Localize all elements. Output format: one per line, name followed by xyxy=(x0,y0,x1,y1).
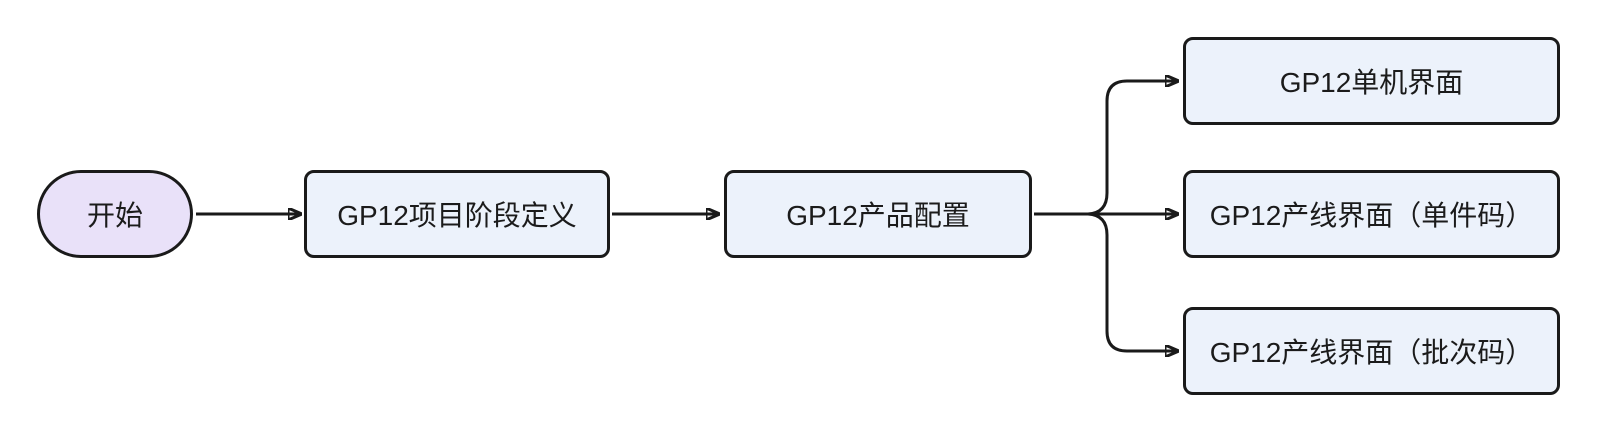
node-standalone-interface[interactable]: GP12单机界面 xyxy=(1183,37,1560,125)
node-line-interface-batch-code[interactable]: GP12产线界面（批次码） xyxy=(1183,307,1560,395)
node-project-stage-definition[interactable]: GP12项目阶段定义 xyxy=(304,170,610,258)
node-line-interface-batch-code-label: GP12产线界面（批次码） xyxy=(1209,337,1534,368)
node-product-configuration[interactable]: GP12产品配置 xyxy=(724,170,1032,258)
edge-config-to-line-batch xyxy=(1034,212,1177,351)
node-product-configuration-label: GP12产品配置 xyxy=(786,200,970,231)
node-start[interactable]: 开始 xyxy=(37,170,193,258)
edge-config-to-single xyxy=(1034,81,1177,216)
node-start-label: 开始 xyxy=(86,200,143,231)
node-project-stage-definition-label: GP12项目阶段定义 xyxy=(337,200,577,231)
node-line-interface-unit-code-label: GP12产线界面（单件码） xyxy=(1209,200,1534,231)
node-line-interface-unit-code[interactable]: GP12产线界面（单件码） xyxy=(1183,170,1560,258)
node-standalone-interface-label: GP12单机界面 xyxy=(1279,67,1464,98)
